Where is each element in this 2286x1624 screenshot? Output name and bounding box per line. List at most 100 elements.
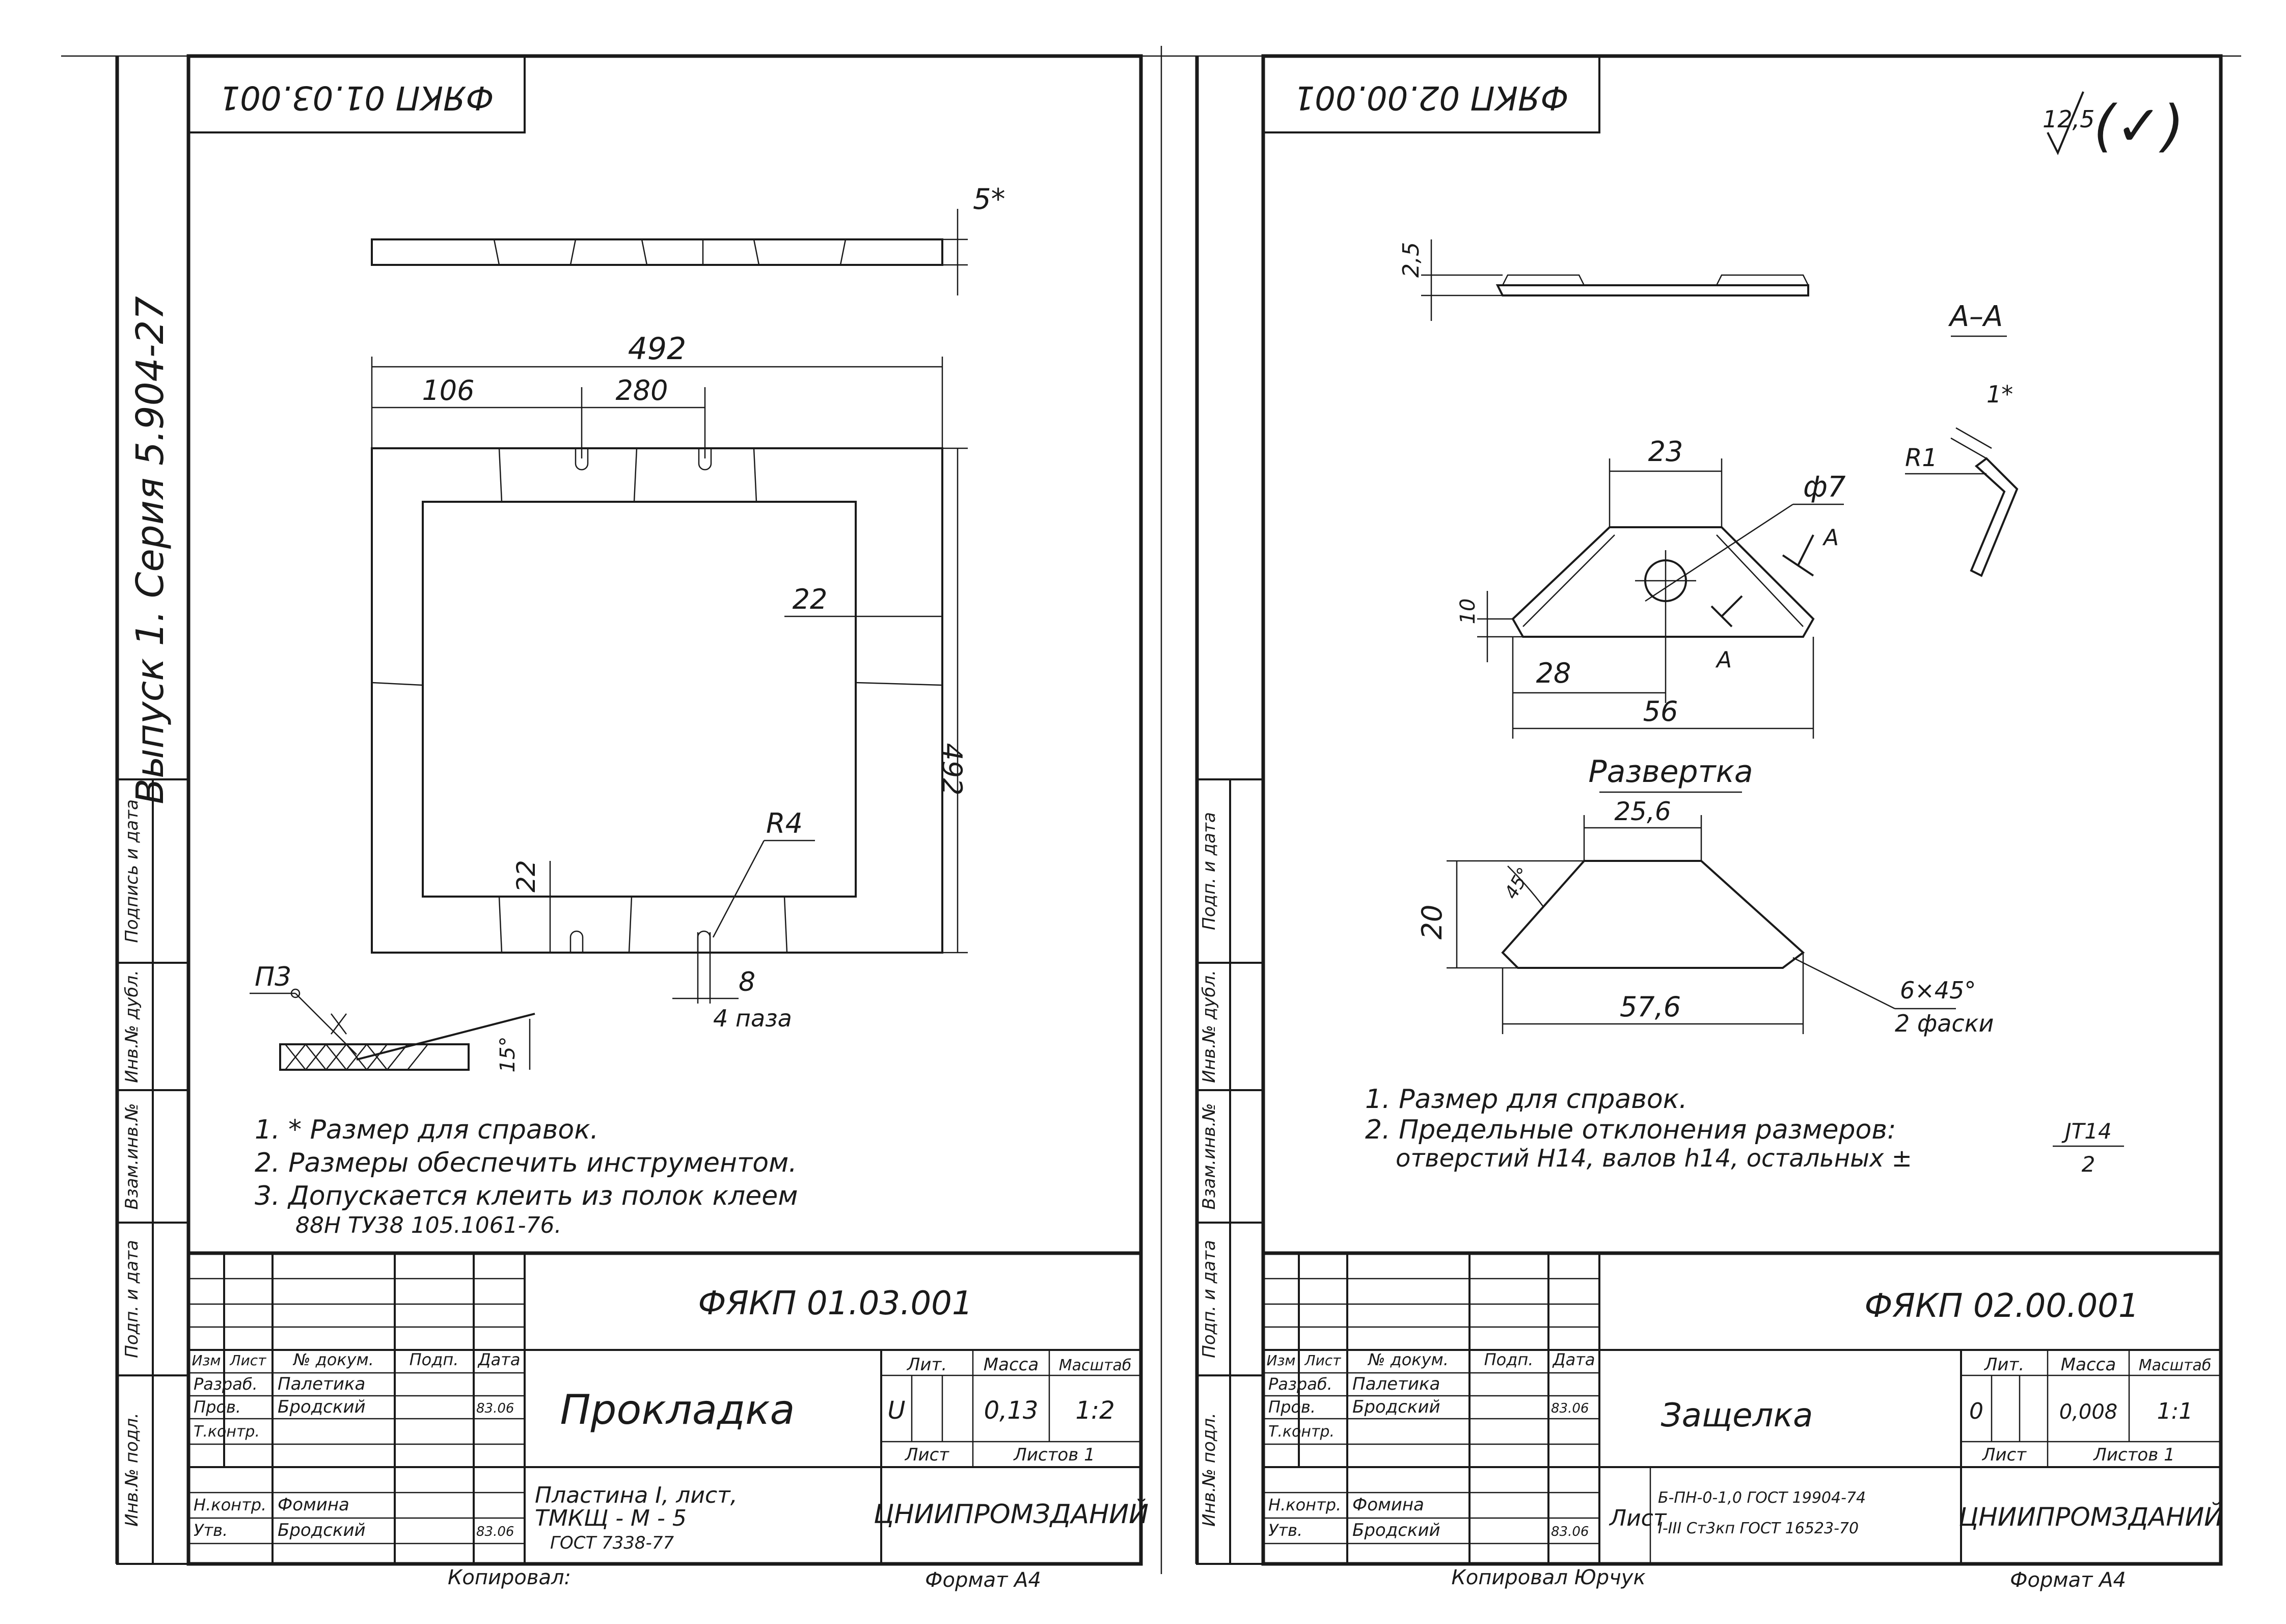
left-corner-box: [187, 55, 526, 133]
left-tb-sheets-label: Листов 1: [1013, 1445, 1095, 1465]
left-tb-col-list: Лист: [230, 1352, 267, 1369]
right-flat-base: 57,6: [1620, 991, 1681, 1023]
left-note-1: 1. * Размер для справок.: [255, 1115, 598, 1145]
right-tb-role-3: Т.контр.: [1268, 1423, 1335, 1441]
right-note-frac-den: 2: [2082, 1152, 2096, 1177]
right-flat-title: Развертка: [1588, 754, 1753, 790]
right-sheet: ФЯКП 02.00.001 12,5 (✓) Подп. и дата Инв…: [1195, 54, 2223, 1592]
right-stamp-label-1: Подп. и дата: [1199, 812, 1219, 930]
right-tb-scale-label: Масштаб: [2139, 1357, 2212, 1374]
left-tb-material-2: ТМКЩ - М - 5: [535, 1505, 687, 1531]
left-tb-role-3: Т.контр.: [194, 1423, 260, 1441]
gasket-inner: [422, 501, 857, 898]
left-dim-r4: R4: [766, 807, 803, 840]
left-tb-person-6: Бродский: [278, 1520, 366, 1540]
right-tb-col-izm: Изм: [1267, 1352, 1296, 1369]
right-tb-role-6: Утв.: [1268, 1521, 1302, 1540]
right-stamp-label-3: Взам.инв.№: [1199, 1103, 1219, 1209]
left-dim-22-right: 22: [793, 583, 828, 615]
left-tb-role-6: Утв.: [194, 1521, 228, 1540]
right-section-aa: А–А 1* R1: [1905, 300, 2019, 577]
left-corner-code: ФЯКП 01.03.001: [219, 78, 494, 116]
left-side-stamp: Подпись и дата Инв.№ дубл. Взам.инв.№ По…: [116, 778, 189, 1565]
left-tb-scale-label: Масштаб: [1059, 1357, 1132, 1374]
right-stamp-label-4: Подп. и дата: [1199, 1240, 1219, 1358]
left-frame: [186, 54, 1143, 1566]
left-tb-role-2: Пров.: [194, 1397, 241, 1417]
right-tb-scale-value: 1:1: [2157, 1398, 2193, 1424]
left-tb-mass-label: Масса: [984, 1355, 1039, 1375]
right-tb-name: Защелка: [1661, 1397, 1813, 1434]
right-tb-person-5: Фомина: [1352, 1495, 1424, 1515]
right-title-block: ФЯКП 02.00.001 Защелка Изм Лист № докум.…: [1261, 1251, 2223, 1566]
right-flat-chamfer-2: 2 фаски: [1895, 1010, 1994, 1037]
roughness-check-icon: [2047, 91, 2084, 155]
left-tb-col-sign: Подп.: [410, 1350, 459, 1369]
left-side-title: Выпуск 1. Серия 5.904-27: [128, 296, 172, 804]
right-tb-person-6: Бродский: [1352, 1520, 1440, 1540]
right-side-stamp: Подп. и дата Инв.№ дубл. Взам.инв.№ Подп…: [1196, 778, 1264, 1565]
flat-outline: [1501, 860, 1805, 969]
right-tb-lit-value: 0: [1969, 1398, 1983, 1424]
right-dim-56: 56: [1643, 695, 1678, 727]
left-dim-slots: 4 паза: [713, 1005, 792, 1032]
section-profile: [1970, 457, 2019, 577]
right-tb-lit-label: Лит.: [1983, 1355, 2024, 1375]
right-frame: [1261, 54, 2223, 1566]
left-copied: Копировал:: [448, 1566, 571, 1589]
left-tb-material-1: Пластина I, лист,: [535, 1482, 738, 1508]
left-dim-8: 8: [739, 967, 755, 997]
right-dim-23: 23: [1648, 436, 1683, 468]
right-tb-material-prefix: Лист: [1609, 1505, 1667, 1531]
left-tb-person-5: Фомина: [278, 1495, 349, 1515]
right-stamp-label-5: Инв.№ подл.: [1199, 1413, 1219, 1527]
right-roughness-note: (✓): [2093, 93, 2184, 158]
left-title-block: ФЯКП 01.03.001 Прокладка Изм Лист № доку…: [186, 1251, 1149, 1566]
right-cut-a-top: А: [1822, 525, 1839, 551]
right-tb-material-2: I-III Ст3кп ГОСТ 16523-70: [1658, 1520, 1859, 1537]
left-tb-code: ФЯКП 01.03.001: [698, 1285, 972, 1322]
right-flat-chamfer-1: 6×45°: [1900, 977, 1976, 1004]
right-dim-10: 10: [1456, 599, 1480, 625]
right-tb-org: ЦНИИПРОМЗДАНИЙ: [1958, 1502, 2223, 1532]
right-note-2: 2. Предельные отклонения размеров:: [1365, 1115, 1896, 1145]
left-dim-15: 15°: [496, 1037, 520, 1073]
right-cut-a-bottom: А: [1715, 647, 1732, 673]
left-tb-col-date: Дата: [477, 1350, 521, 1369]
right-stamp-label-2: Инв.№ дубл.: [1199, 970, 1219, 1083]
left-format: Формат А4: [925, 1568, 1041, 1592]
right-tb-role-1: Разраб.: [1268, 1374, 1332, 1394]
left-dim-106: 106: [422, 374, 474, 407]
latch-outline: [1511, 526, 1815, 638]
right-note-1: 1. Размер для справок.: [1365, 1084, 1688, 1115]
right-tb-material-1: Б-ПН-0-1,0 ГОСТ 19904-74: [1658, 1489, 1866, 1507]
right-notes: 1. Размер для справок. 2. Предельные отк…: [1365, 1084, 2124, 1177]
left-tb-lit-value: U: [887, 1396, 905, 1425]
right-tb-mass-value: 0,008: [2059, 1400, 2118, 1424]
left-stamp-label-4: Подп. и дата: [122, 1240, 142, 1358]
left-dim-492-top: 492: [628, 331, 687, 367]
left-weld-mark: П3: [255, 962, 291, 992]
right-flat-top: 25,6: [1614, 797, 1671, 826]
right-tb-sheet-label: Лист: [1981, 1445, 2027, 1465]
left-dim-280: 280: [615, 374, 668, 407]
right-dim-hole: ф7: [1803, 471, 1846, 504]
right-flat-pattern: Развертка 25,6 20 45° 57,6 6×45° 2 фаски: [1416, 754, 1994, 1037]
right-tb-date-6: 83.06: [1551, 1524, 1589, 1539]
left-note-4: 88Н ТУ38 105.1061-76.: [295, 1212, 562, 1238]
left-dim-492-right: 492: [936, 743, 968, 795]
right-section-label: А–А: [1948, 300, 2003, 333]
right-tb-mass-label: Масса: [2061, 1355, 2116, 1375]
right-note-frac-num: JT14: [2061, 1119, 2112, 1144]
right-copied: Копировал Юрчук: [1451, 1566, 1645, 1589]
left-tb-mass-value: 0,13: [984, 1396, 1039, 1425]
left-stamp-label-1: Подпись и дата: [122, 799, 142, 943]
left-tb-scale-value: 1:2: [1075, 1396, 1114, 1425]
left-notes: 1. * Размер для справок. 2. Размеры обес…: [255, 1115, 798, 1238]
left-tb-person-2: Бродский: [278, 1397, 366, 1417]
left-tb-org: ЦНИИПРОМЗДАНИЙ: [874, 1499, 1149, 1530]
left-stamp-label-3: Взам.инв.№: [122, 1103, 142, 1209]
left-stamp-label-2: Инв.№ дубл.: [122, 970, 142, 1083]
right-tb-col-list: Лист: [1304, 1352, 1342, 1369]
